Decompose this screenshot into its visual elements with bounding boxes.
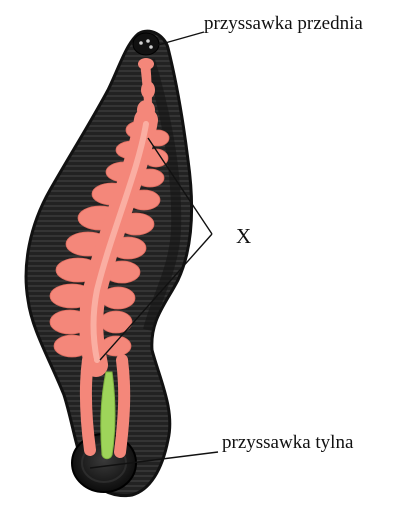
anterior-sucker-label: przyssawka przednia [204, 14, 363, 33]
anterior-sucker [133, 33, 159, 55]
posterior-sucker-label: przyssawka tylna [222, 433, 353, 452]
structure-x-label: X [236, 226, 251, 247]
